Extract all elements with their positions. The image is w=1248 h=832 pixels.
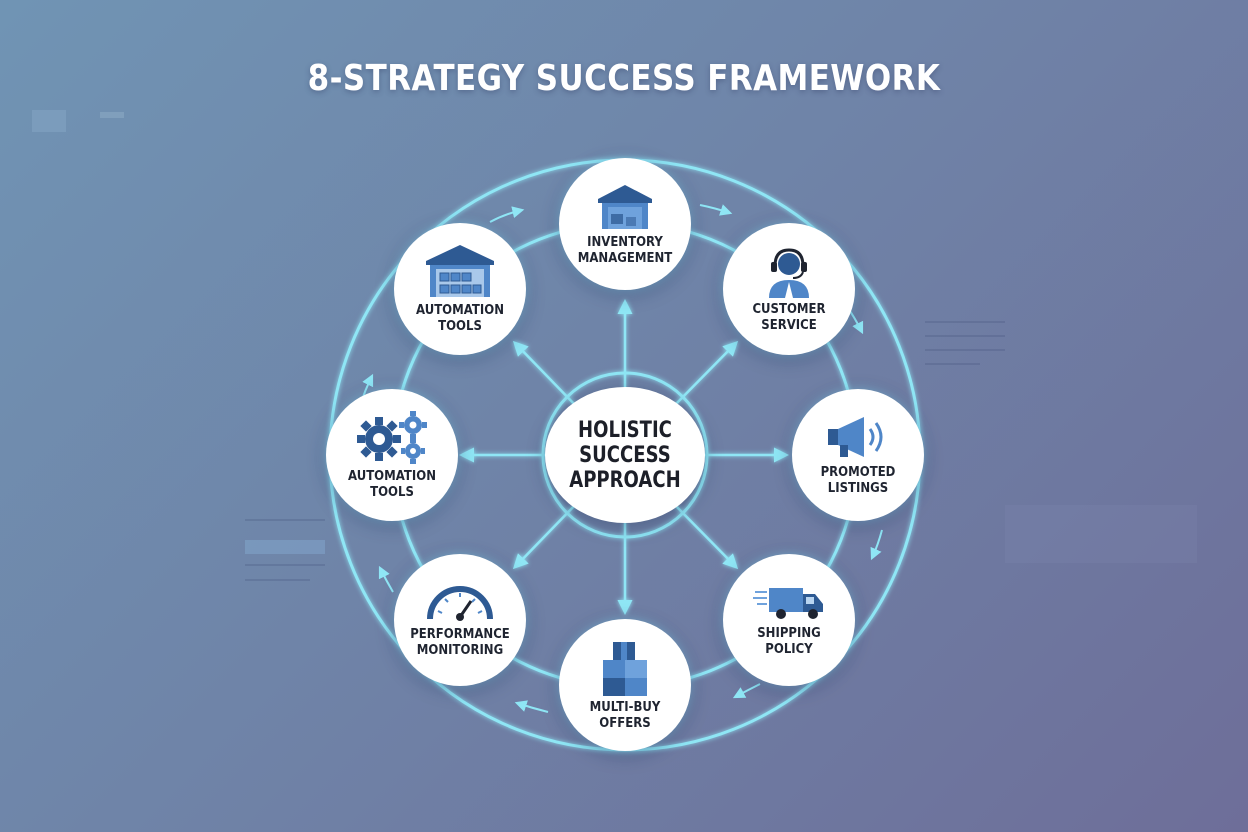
page-title: 8-STRATEGY SUCCESS FRAMEWORK: [307, 58, 941, 99]
warehouse-icon: [426, 245, 494, 297]
node-label: AUTOMATION TOOLS: [347, 469, 436, 500]
speedometer-icon: [427, 586, 493, 621]
megaphone-icon: [828, 417, 883, 457]
node-label: AUTOMATION TOOLS: [415, 303, 504, 334]
ring-arrow: [732, 683, 761, 699]
node-promoted-listings[interactable]: PROMOTED LISTINGS: [792, 389, 924, 521]
node-customer-service[interactable]: CUSTOMER SERVICE: [723, 223, 855, 355]
node-shipping-policy[interactable]: SHIPPING POLICY: [723, 554, 855, 686]
node-label: MULTI-BUY OFFERS: [589, 700, 661, 731]
headset-agent-icon: [769, 248, 809, 298]
ring-arrow: [378, 565, 394, 593]
ring-arrow: [699, 204, 733, 216]
center-label: HOLISTIC SUCCESS APPROACH: [569, 417, 681, 493]
stacked-boxes-icon: [603, 642, 647, 696]
ring-arrow: [870, 529, 883, 561]
node-label: PERFORMANCE MONITORING: [410, 627, 510, 658]
spoke-bottom-left: [512, 501, 579, 570]
node-automation-tools-gears[interactable]: AUTOMATION TOOLS: [326, 389, 458, 521]
node-label: PROMOTED LISTINGS: [820, 465, 896, 496]
node-label: SHIPPING POLICY: [757, 626, 821, 657]
node-performance-monitoring[interactable]: PERFORMANCE MONITORING: [394, 554, 526, 686]
delivery-truck-icon: [753, 588, 823, 619]
gears-icon: [357, 411, 427, 464]
node-inventory-management[interactable]: INVENTORY MANAGEMENT: [559, 158, 691, 290]
spoke-top-right: [671, 340, 739, 409]
ring-arrow: [514, 700, 549, 713]
node-label: INVENTORY MANAGEMENT: [577, 235, 673, 266]
center-node: HOLISTIC SUCCESS APPROACH: [545, 387, 705, 523]
spoke-top-left: [512, 340, 579, 409]
spoke-bottom-right: [671, 501, 739, 570]
warehouse-icon: [598, 185, 652, 229]
node-automation-tools-warehouse[interactable]: AUTOMATION TOOLS: [394, 223, 526, 355]
ring-arrow: [489, 206, 525, 223]
node-label: CUSTOMER SERVICE: [752, 302, 826, 333]
node-multi-buy-offers[interactable]: MULTI-BUY OFFERS: [559, 619, 691, 751]
